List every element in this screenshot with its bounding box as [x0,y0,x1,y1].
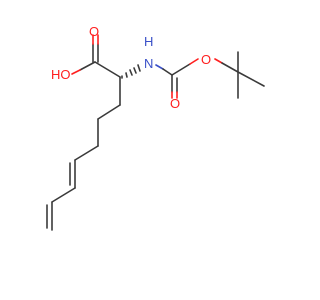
bond-chain-2 [97,104,121,120]
bond-chain-5 [51,187,76,203]
bond-n-c [162,68,173,76]
bond-chain-4 [74,145,99,161]
hydroxyl-label: HO [51,67,71,82]
bond-c-oester-red [189,58,199,65]
stereo-hash-bond [121,64,141,79]
bond-c-oh [79,61,96,71]
bond-c-oh-red [71,69,81,75]
amine-hydrogen-label: H [144,34,153,49]
oxygen-acid-carbonyl-label: O [89,24,99,39]
bond-o-tbu-red [214,58,223,64]
bond-acid-alpha [94,61,121,78]
bond-c-oester [171,63,191,76]
bond-o-tbu [221,62,239,73]
molecule-canvas: O HO H N O O [46,24,265,231]
bond-tbu-me2 [237,71,265,87]
amine-nitrogen-label: N [144,56,153,71]
structure-diagram: O HO H N O O [46,24,265,231]
bond-n-c-blue [155,64,164,70]
carbamate-carbonyl-oxygen-label: O [170,96,180,111]
ester-oxygen-label: O [201,52,211,67]
